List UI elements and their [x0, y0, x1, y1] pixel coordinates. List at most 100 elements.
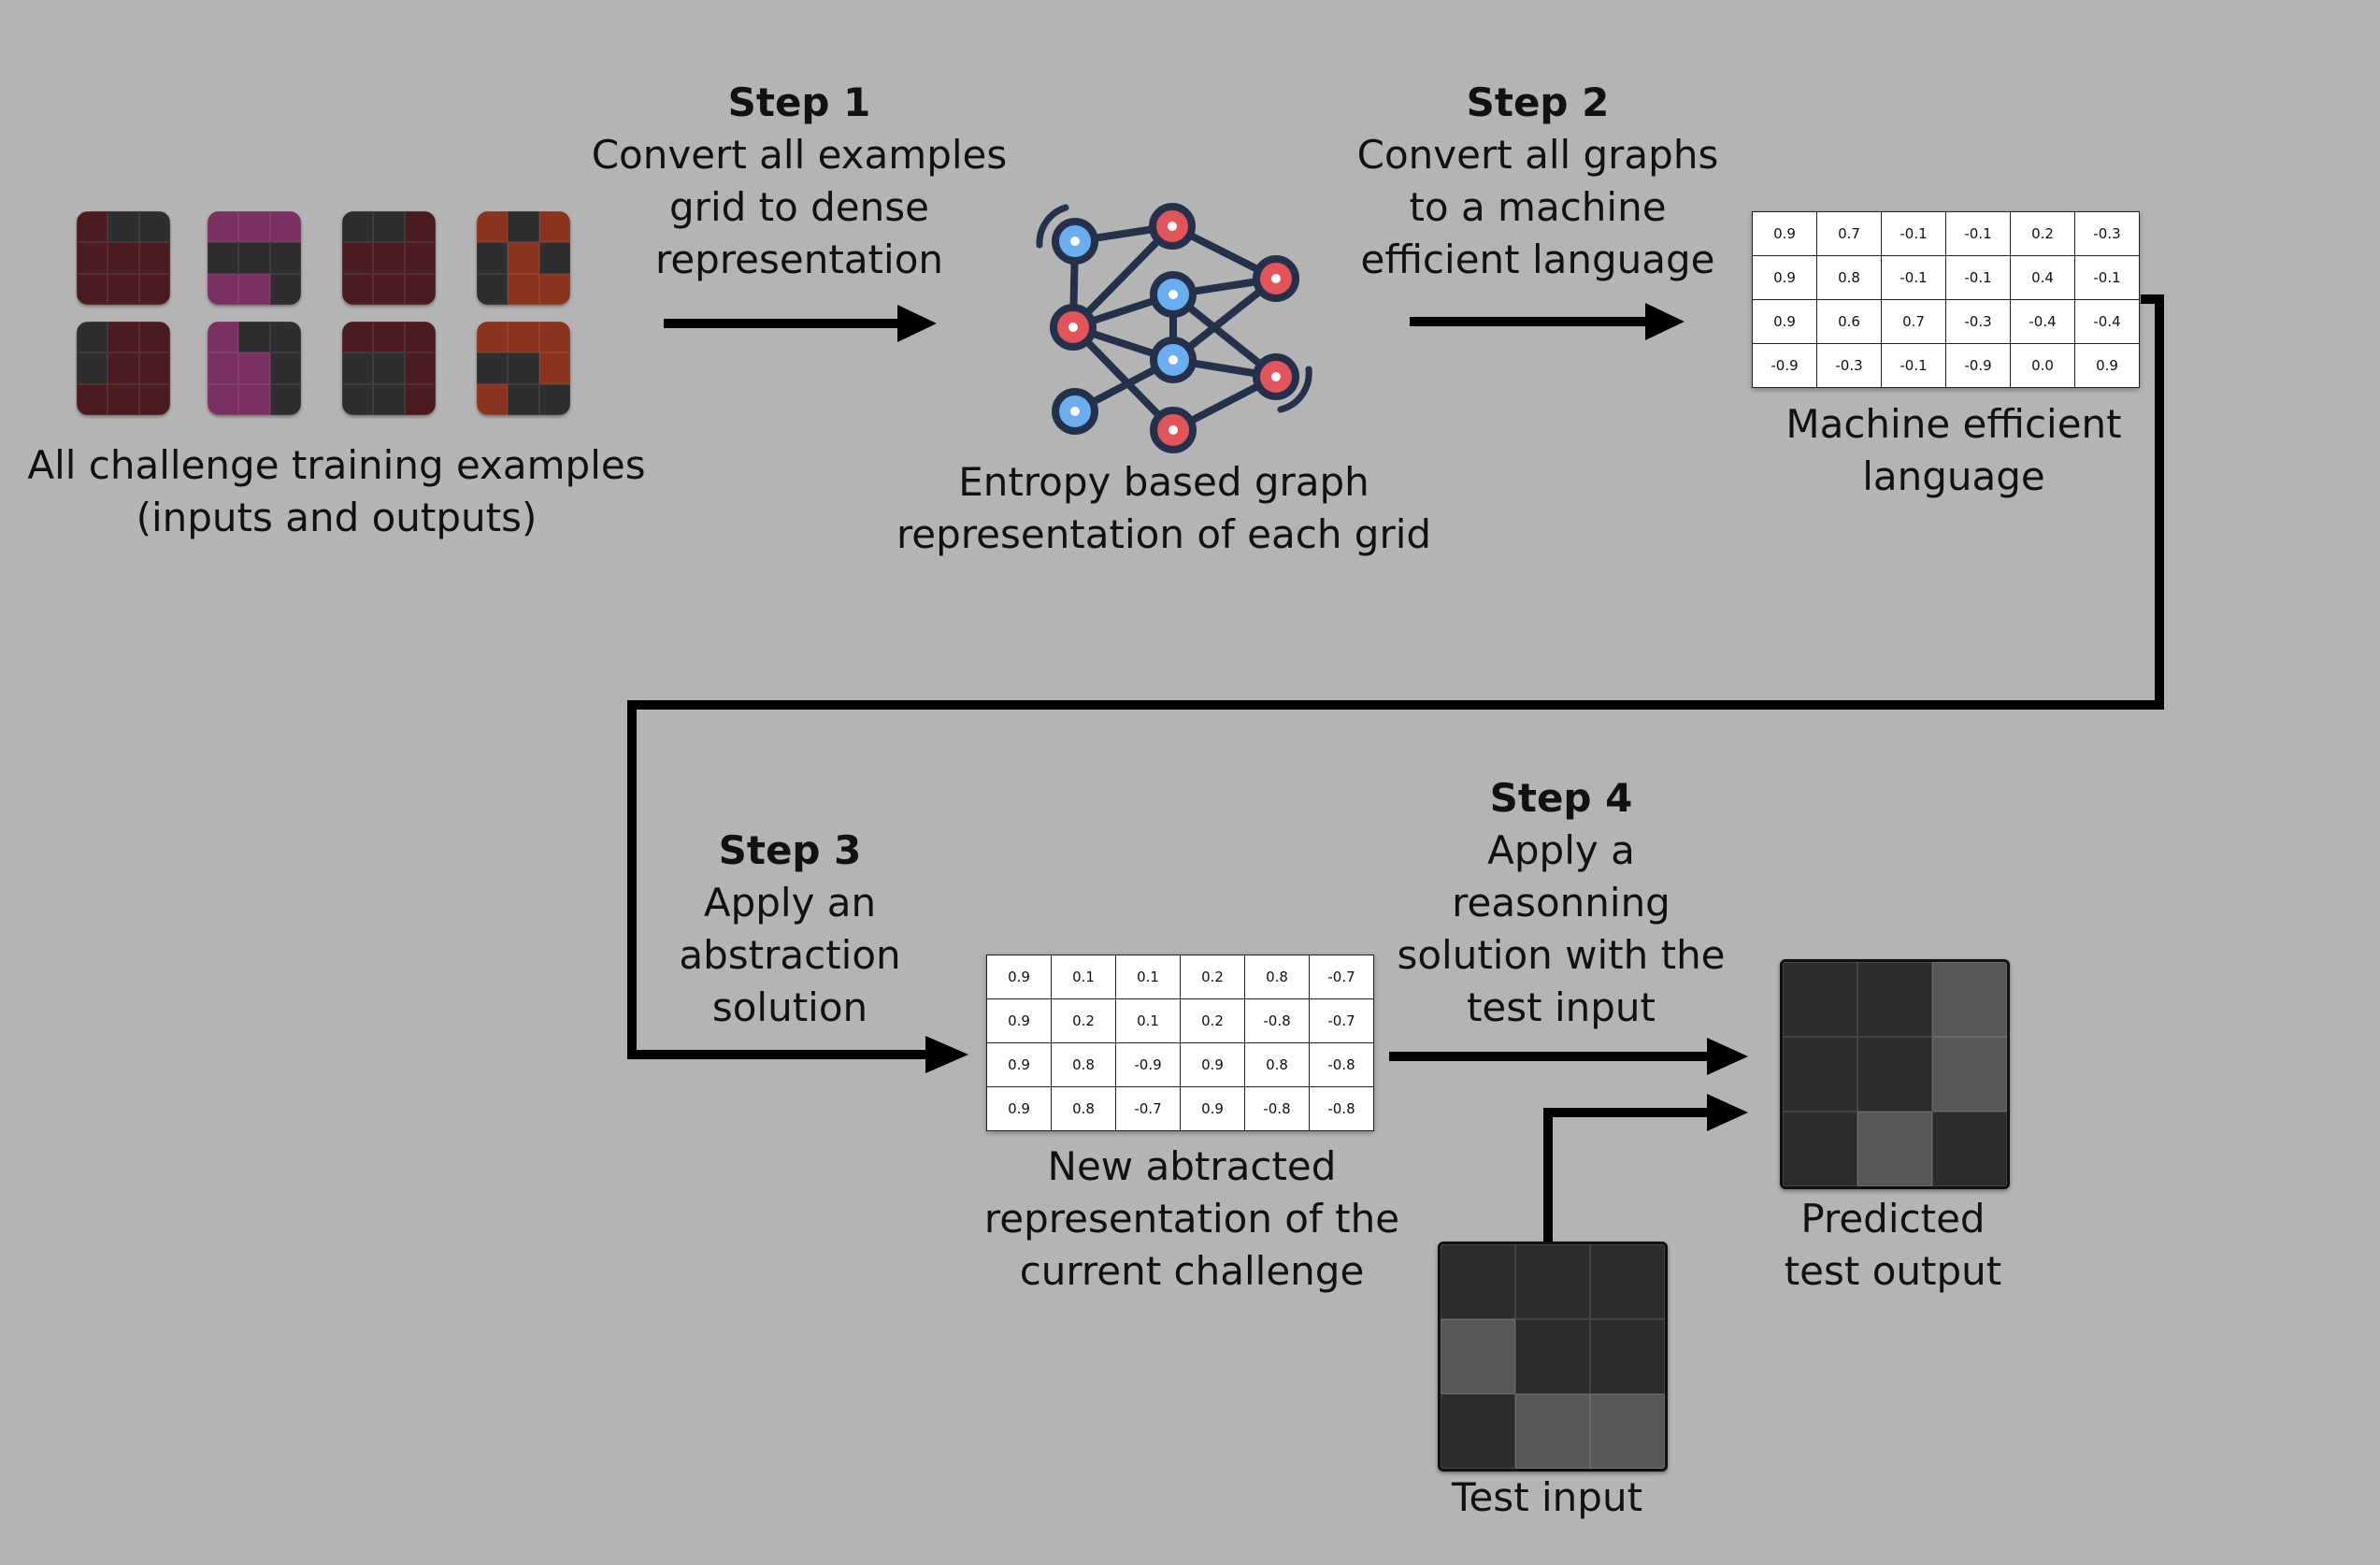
grid-cell	[508, 352, 539, 384]
grid-cell	[1590, 1319, 1665, 1394]
arrowhead-test-input	[1707, 1094, 1748, 1131]
step1-title: Step 1	[727, 79, 871, 125]
table-cell: 0.2	[2010, 211, 2075, 256]
grid-cell	[404, 352, 436, 384]
grid-cell	[208, 273, 239, 305]
arrowhead-step3	[925, 1036, 968, 1073]
grid-cell	[108, 211, 139, 243]
grid-cell	[138, 211, 170, 243]
grid-cell	[138, 273, 170, 305]
table-cell: 0.9	[986, 1042, 1052, 1087]
grid-cell	[538, 352, 570, 384]
table-cell: 0.9	[1752, 299, 1817, 344]
grid-cell	[373, 273, 405, 305]
grid-cell	[404, 383, 436, 415]
table-cell: -0.1	[1881, 343, 1946, 388]
grid-cell	[538, 273, 570, 305]
grid-cell	[1783, 1037, 1857, 1112]
table-cell: 0.8	[1816, 255, 1882, 300]
training-example-grid	[342, 211, 436, 305]
step2-title: Step 2	[1466, 79, 1610, 125]
grid-cell	[238, 383, 270, 415]
grid-cell	[1932, 1112, 2007, 1186]
grid-cell	[477, 322, 509, 353]
grid-cell	[108, 352, 139, 384]
grid-cell	[508, 383, 539, 415]
table-cell: 0.9	[986, 1086, 1052, 1131]
table-cell: 0.8	[1244, 955, 1310, 999]
table-cell: 0.1	[1115, 998, 1181, 1043]
grid-cell	[138, 322, 170, 353]
grid-cell	[1515, 1394, 1590, 1469]
step2-text: Step 2 Convert all graphs to a machine e…	[1309, 77, 1767, 286]
table-cell: 0.9	[986, 998, 1052, 1043]
table-cell: -0.8	[1244, 1086, 1310, 1131]
table-cell: 0.8	[1051, 1086, 1116, 1131]
grid-cell	[404, 242, 436, 274]
grid-cell	[342, 242, 374, 274]
grid-cell	[538, 322, 570, 353]
table-cell: -0.8	[1244, 998, 1310, 1043]
grid-cell	[477, 211, 509, 243]
test-label: Test input	[1451, 1474, 1643, 1520]
grid-cell	[269, 211, 301, 243]
grid-cell	[238, 273, 270, 305]
grid-cell	[538, 211, 570, 243]
grid-cell	[373, 322, 405, 353]
grid-cell	[77, 352, 108, 384]
arrowhead-step1	[897, 305, 937, 342]
grid-cell	[138, 383, 170, 415]
training-example-grid	[477, 211, 570, 305]
grid-cell	[508, 322, 539, 353]
grid-cell	[77, 211, 108, 243]
grid-cell	[269, 352, 301, 384]
grid-cell	[77, 242, 108, 274]
grid-cell	[77, 383, 108, 415]
grid-cell	[477, 273, 509, 305]
grid-cell	[77, 322, 108, 353]
table-cell: -0.1	[1945, 211, 2011, 256]
grid-cell	[238, 211, 270, 243]
table-cell: 0.9	[1752, 255, 1817, 300]
table-cell: 0.2	[1180, 955, 1245, 999]
grid-cell	[269, 242, 301, 274]
grid-cell	[1783, 962, 1857, 1037]
grid-cell	[373, 211, 405, 243]
table-cell: -0.1	[1881, 255, 1946, 300]
grid-cell	[477, 383, 509, 415]
training-label: All challenge training examples (inputs …	[27, 442, 646, 540]
training-example-grid	[342, 322, 436, 415]
table-cell: 0.2	[1051, 998, 1116, 1043]
table-cell: -0.9	[1945, 343, 2011, 388]
predicted-output-grid	[1780, 959, 2010, 1189]
step4-text: Step 4 Apply a reasonning solution with …	[1365, 772, 1757, 1034]
grid-cell	[342, 322, 374, 353]
table-cell: -0.4	[2074, 299, 2140, 344]
grid-cell	[404, 322, 436, 353]
grid-cell	[477, 352, 509, 384]
table-cell: -0.3	[1945, 299, 2011, 344]
grid-cell	[1783, 1112, 1857, 1186]
grid-cell	[404, 211, 436, 243]
grid-cell	[208, 383, 239, 415]
grid-cell	[1857, 1037, 1932, 1112]
table-cell: -0.1	[1945, 255, 2011, 300]
grid-cell	[108, 273, 139, 305]
grid-cell	[1857, 962, 1932, 1037]
table-cell: -0.7	[1309, 955, 1374, 999]
grid-cell	[1932, 962, 2007, 1037]
grid-cell	[138, 352, 170, 384]
grid-cell	[342, 383, 374, 415]
grid-cell	[1515, 1244, 1590, 1319]
step3-title: Step 3	[718, 827, 862, 873]
grid-cell	[108, 322, 139, 353]
table-cell: 0.4	[2010, 255, 2075, 300]
table-cell: 0.9	[2074, 343, 2140, 388]
table-cell: -0.1	[1881, 211, 1946, 256]
grid-cell	[538, 383, 570, 415]
